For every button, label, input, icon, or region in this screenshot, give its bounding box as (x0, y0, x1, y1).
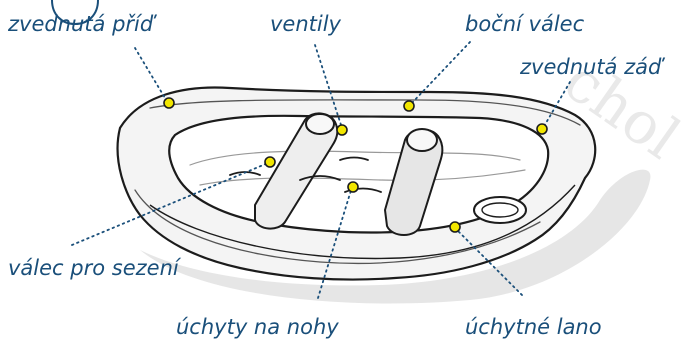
marker-thwart (265, 157, 275, 167)
marker-foot-straps (348, 182, 358, 192)
label-stern: zvednutá záď (520, 57, 661, 78)
label-grab-line: úchytné lano (465, 317, 602, 338)
marker-stern (537, 124, 547, 134)
label-foot-straps: úchyty na nohy (176, 317, 339, 338)
marker-bow (164, 98, 174, 108)
marker-side-tube (404, 101, 414, 111)
marker-valves (337, 125, 347, 135)
label-thwart: válec pro sezení (8, 258, 179, 279)
label-valves: ventily (270, 14, 341, 35)
label-bow: zvednutá příď (8, 14, 153, 35)
brand-badge (474, 197, 526, 223)
marker-grab-line (450, 222, 460, 232)
label-side-tube: boční válec (465, 14, 584, 35)
leader-bow (135, 48, 168, 103)
